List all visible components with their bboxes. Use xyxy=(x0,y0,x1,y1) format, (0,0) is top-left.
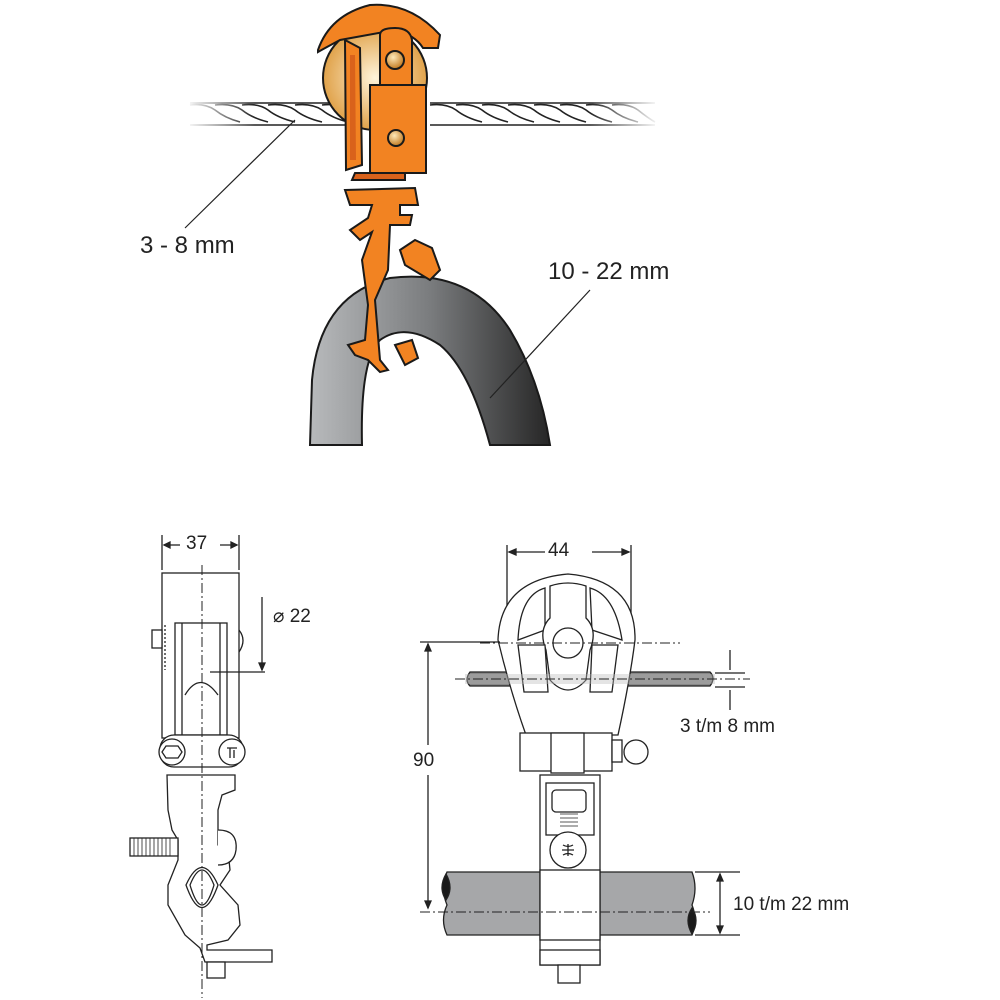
width-dimension-44: 44 xyxy=(548,540,570,561)
hook-orange xyxy=(343,186,442,374)
front-view xyxy=(420,545,750,984)
wire-range-label: 3 - 8 mm xyxy=(140,232,235,259)
cable-range-label: 10 - 22 mm xyxy=(548,258,670,285)
side-view xyxy=(129,535,273,998)
trolley-orange xyxy=(317,3,442,181)
width-dimension-37: 37 xyxy=(186,533,208,554)
wire-range-dimension: 3 t/m 8 mm xyxy=(680,716,776,737)
leader-cable xyxy=(489,289,591,399)
height-dimension-90: 90 xyxy=(413,750,435,771)
leader-wire xyxy=(184,119,296,229)
diameter-dimension-22: ⌀ 22 xyxy=(273,606,311,627)
perspective-view xyxy=(184,3,660,446)
cable-range-dimension: 10 t/m 22 mm xyxy=(733,894,850,915)
cable-arch xyxy=(308,275,552,446)
wire-rope xyxy=(185,98,660,130)
